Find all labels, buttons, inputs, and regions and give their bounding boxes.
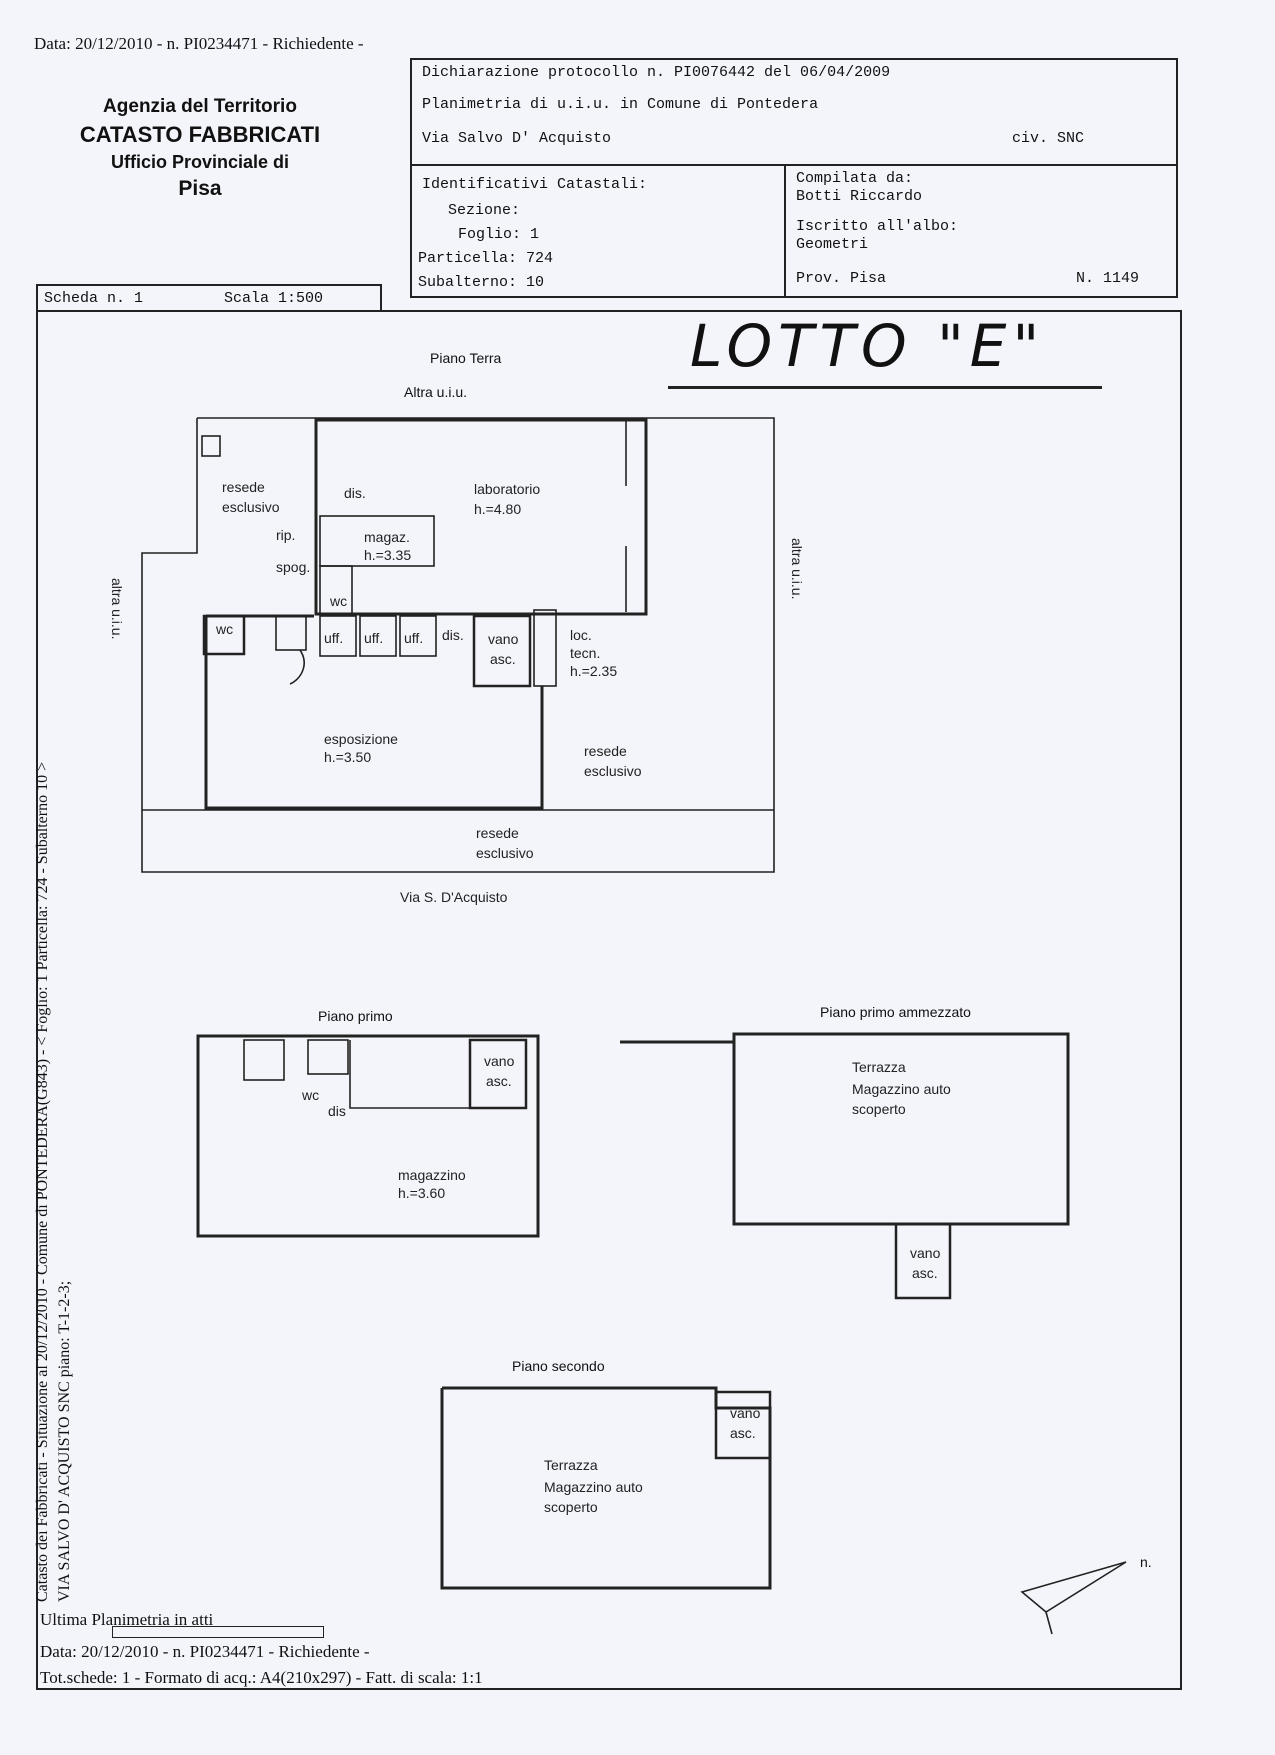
agency-city: Pisa <box>178 177 222 200</box>
mezzanine-title: Piano primo ammezzato <box>820 1004 971 1020</box>
scheda-box: Scheda n. 1 Scala 1:500 <box>36 284 382 312</box>
room-uff-2: uff. <box>364 630 383 646</box>
room-loc-tecn: tecn. <box>570 645 600 661</box>
north-arrow-icon <box>1020 1561 1127 1635</box>
agency-name: Agenzia del Territorio <box>103 96 297 117</box>
room-magaz: magaz. <box>364 529 410 545</box>
compiler-albo-label: Iscritto all'albo: <box>796 218 959 235</box>
first-floor-magazzino-height: h.=3.60 <box>398 1185 445 1201</box>
room-dis-mid: dis. <box>442 627 464 643</box>
drawing-frame <box>36 310 1182 1690</box>
room-resede-east-2: esclusivo <box>584 763 642 779</box>
compiler-label: Compilata da: <box>796 170 914 187</box>
scale-bar <box>112 1626 324 1638</box>
scheda-scale: Scala 1:500 <box>224 290 324 307</box>
compiler-number: N. 1149 <box>1076 270 1140 287</box>
identifiers-particella: Particella: 724 <box>418 250 554 267</box>
declaration-civ: civ. SNC <box>1012 130 1085 147</box>
compiler-name: Botti Riccardo <box>796 188 923 205</box>
first-floor-dis: dis <box>328 1103 346 1119</box>
second-floor-scoperto: scoperto <box>544 1499 598 1515</box>
first-floor-magazzino: magazzino <box>398 1167 466 1183</box>
compiler-province: Prov. Pisa <box>796 270 887 287</box>
identifiers-sezione: Sezione: <box>448 202 521 219</box>
neighbor-left: altra u.i.u. <box>109 578 125 639</box>
room-esposizione: esposizione <box>324 731 398 747</box>
header-date-line: Data: 20/12/2010 - n. PI0234471 - Richie… <box>34 34 364 53</box>
room-resede-nw: resede <box>222 479 265 495</box>
room-loc: loc. <box>570 627 592 643</box>
declaration-box: Dichiarazione protocollo n. PI0076442 de… <box>410 58 1178 166</box>
room-resede-nw-2: esclusivo <box>222 499 280 515</box>
declaration-address: Via Salvo D' Acquisto <box>422 130 612 147</box>
room-spog: spog. <box>276 559 310 575</box>
second-floor-terrazza: Terrazza <box>544 1457 598 1473</box>
footer-summary: Tot.schede: 1 - Formato di acq.: A4(210x… <box>40 1668 483 1687</box>
footer-last-plan: Ultima Planimetria in atti <box>40 1610 214 1629</box>
identifiers-subalterno: Subalterno: 10 <box>418 274 545 291</box>
ground-floor-top-neighbor: Altra u.i.u. <box>404 384 468 400</box>
first-floor-vano-asc: asc. <box>486 1073 512 1089</box>
agency-catasto: CATASTO FABBRICATI <box>79 122 321 147</box>
street-label: Via S. D'Acquisto <box>400 889 508 905</box>
first-floor-vano: vano <box>484 1053 515 1069</box>
room-laboratorio-height: h.=4.80 <box>474 501 521 517</box>
neighbor-right: altra u.i.u. <box>789 538 805 599</box>
room-magaz-height: h.=3.35 <box>364 547 411 563</box>
lotto-underline <box>668 386 1102 389</box>
room-uff-3: uff. <box>404 630 423 646</box>
room-dis-top: dis. <box>344 485 366 501</box>
declaration-protocol: Dichiarazione protocollo n. PI0076442 de… <box>422 64 891 81</box>
mezzanine-terrazza: Terrazza <box>852 1059 906 1075</box>
mezzanine-scoperto: scoperto <box>852 1101 906 1117</box>
footer-date: Data: 20/12/2010 - n. PI0234471 - Richie… <box>40 1642 370 1661</box>
lotto-label: LOTTO "E" <box>690 312 1046 380</box>
north-label: n. <box>1140 1554 1152 1570</box>
agency-office: Ufficio Provinciale di <box>110 152 290 172</box>
agency-block: Agenzia del Territorio CATASTO FABBRICAT… <box>40 96 360 201</box>
mezzanine-vano-asc: asc. <box>912 1265 938 1281</box>
identifiers-title: Identificativi Catastali: <box>422 176 648 193</box>
room-resede-east: resede <box>584 743 627 759</box>
room-loc-height: h.=2.35 <box>570 663 617 679</box>
second-floor-vano: vano <box>730 1405 761 1421</box>
second-floor-title: Piano secondo <box>512 1358 605 1374</box>
room-rip: rip. <box>276 527 295 543</box>
room-resede-south: resede <box>476 825 519 841</box>
compiler-albo: Geometri <box>796 236 869 253</box>
scheda-number: Scheda n. 1 <box>44 290 144 307</box>
second-floor-magazzino: Magazzino auto <box>544 1479 643 1495</box>
room-esposizione-height: h.=3.50 <box>324 749 371 765</box>
room-vano: vano <box>488 631 519 647</box>
first-floor-title: Piano primo <box>318 1008 393 1024</box>
ground-floor-title: Piano Terra <box>430 350 502 366</box>
room-vano-asc: asc. <box>490 651 516 667</box>
room-uff-1: uff. <box>324 630 343 646</box>
room-laboratorio: laboratorio <box>474 481 540 497</box>
mezzanine-vano: vano <box>910 1245 941 1261</box>
declaration-municipality: Planimetria di u.i.u. in Comune di Ponte… <box>422 96 819 113</box>
room-resede-south-2: esclusivo <box>476 845 534 861</box>
identifiers-foglio: Foglio: 1 <box>458 226 540 243</box>
first-floor-wc: wc <box>301 1087 319 1103</box>
mezzanine-magazzino: Magazzino auto <box>852 1081 951 1097</box>
room-wc-left: wc <box>215 621 233 637</box>
second-floor-vano-asc: asc. <box>730 1425 756 1441</box>
compiler-box: Compilata da: Botti Riccardo Iscritto al… <box>784 164 1178 298</box>
room-wc-small: wc <box>329 593 347 609</box>
